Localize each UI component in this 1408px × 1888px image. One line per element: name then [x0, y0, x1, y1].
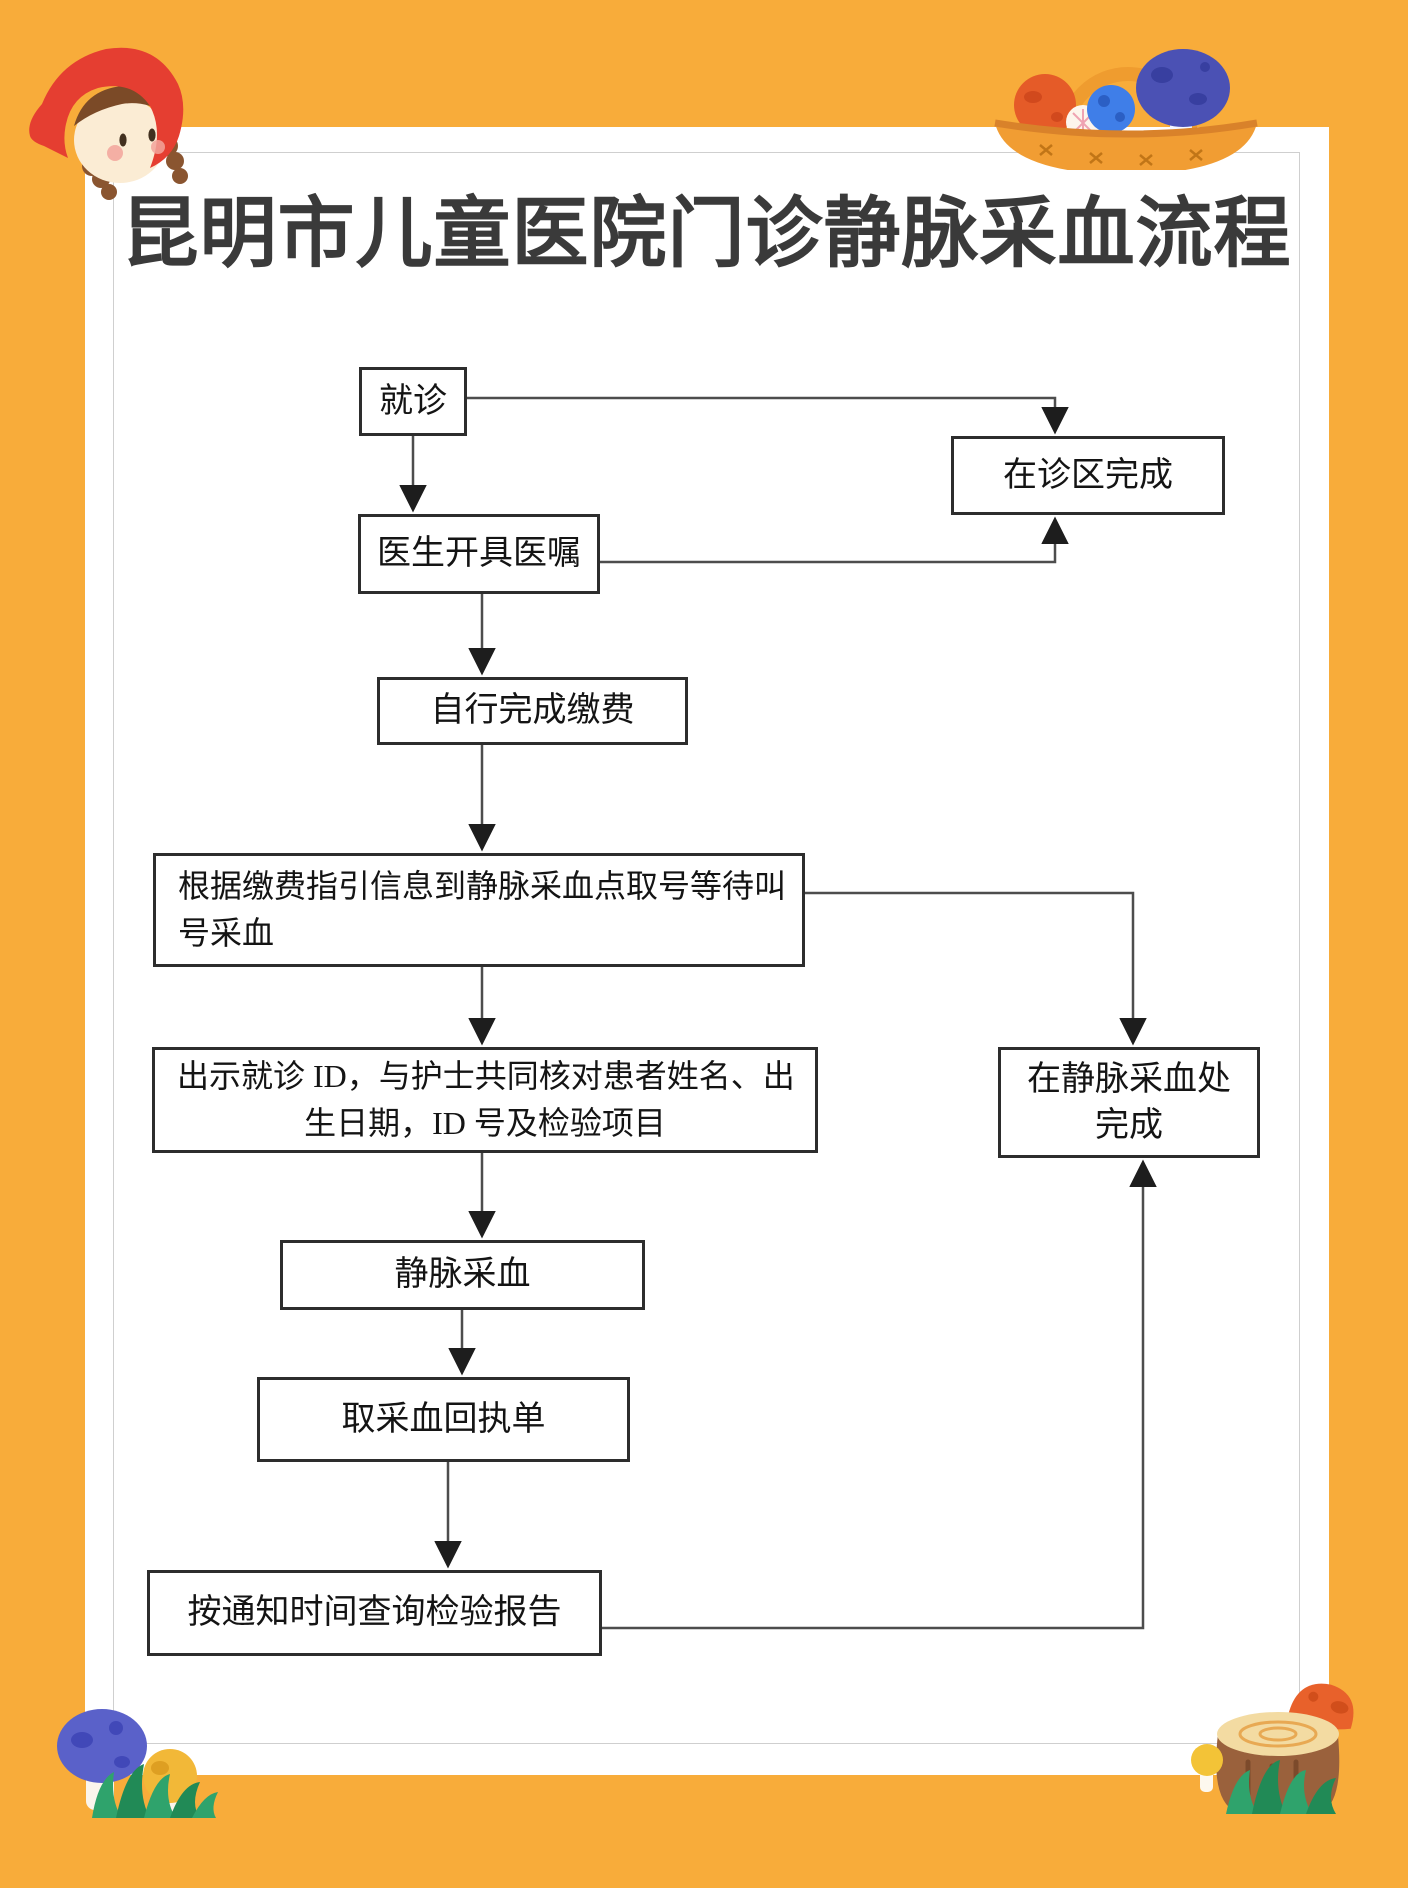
node-venous-done: 在静脉采血处 完成 [998, 1047, 1260, 1158]
blue-mushroom-spots [71, 1721, 130, 1768]
node-venous-done-line2: 完成 [1095, 1106, 1163, 1144]
stump-grass [1226, 1760, 1336, 1814]
basket-rim [994, 119, 1258, 138]
stump-top [1217, 1712, 1339, 1756]
red-hood [29, 47, 184, 168]
page-title: 昆明市儿童医院门诊静脉采血流程 [121, 191, 1292, 277]
node-verify-id-line1: 出示就诊 ID，与护士共同核对患者姓名、出 [177, 1058, 795, 1094]
red-riding-hood-girl-illustration [29, 47, 188, 200]
eyes [119, 128, 156, 147]
mushroom-basket-illustration [994, 49, 1258, 170]
node-verify-id: 出示就诊 ID，与护士共同核对患者姓名、出 生日期，ID 号及检验项目 [152, 1047, 818, 1153]
node-verify-id-line2: 生日期，ID 号及检验项目 [304, 1105, 666, 1141]
node-get-number-line1: 根据缴费指引信息到静脉采血点取号等待叫 [178, 868, 787, 904]
yellow-mushroom-spot [151, 1761, 169, 1775]
node-visit: 就诊 [359, 367, 467, 436]
node-venous-done-line1: 在静脉采血处 [1027, 1060, 1231, 1098]
mushrooms-grass-illustration [57, 1709, 218, 1818]
inner-border-frame [113, 152, 1300, 1744]
blush [107, 140, 165, 161]
node-self-payment-label: 自行完成缴费 [430, 692, 635, 730]
tree-stump-illustration [1191, 1683, 1354, 1814]
node-clinic-done-label: 在诊区完成 [1003, 456, 1173, 494]
node-doctor-order: 医生开具医嘱 [358, 514, 600, 594]
grass-tuft [92, 1764, 218, 1818]
node-blood-draw: 静脉采血 [280, 1240, 645, 1310]
small-mushroom-cap [1191, 1744, 1223, 1776]
node-doctor-order-label: 医生开具医嘱 [377, 535, 581, 573]
node-self-payment: 自行完成缴费 [377, 677, 688, 745]
node-visit-label: 就诊 [379, 382, 447, 420]
node-blood-draw-label: 静脉采血 [394, 1256, 531, 1294]
node-clinic-done: 在诊区完成 [951, 436, 1225, 515]
node-receipt: 取采血回执单 [257, 1377, 630, 1462]
node-get-number-line2: 号采血 [178, 915, 275, 951]
basket-weave [1039, 144, 1203, 166]
node-receipt-label: 取采血回执单 [341, 1400, 546, 1438]
node-get-number: 根据缴费指引信息到静脉采血点取号等待叫 号采血 [153, 853, 805, 967]
stump-rings [1238, 1720, 1318, 1748]
node-report: 按通知时间查询检验报告 [147, 1570, 602, 1656]
node-report-label: 按通知时间查询检验报告 [187, 1594, 562, 1632]
